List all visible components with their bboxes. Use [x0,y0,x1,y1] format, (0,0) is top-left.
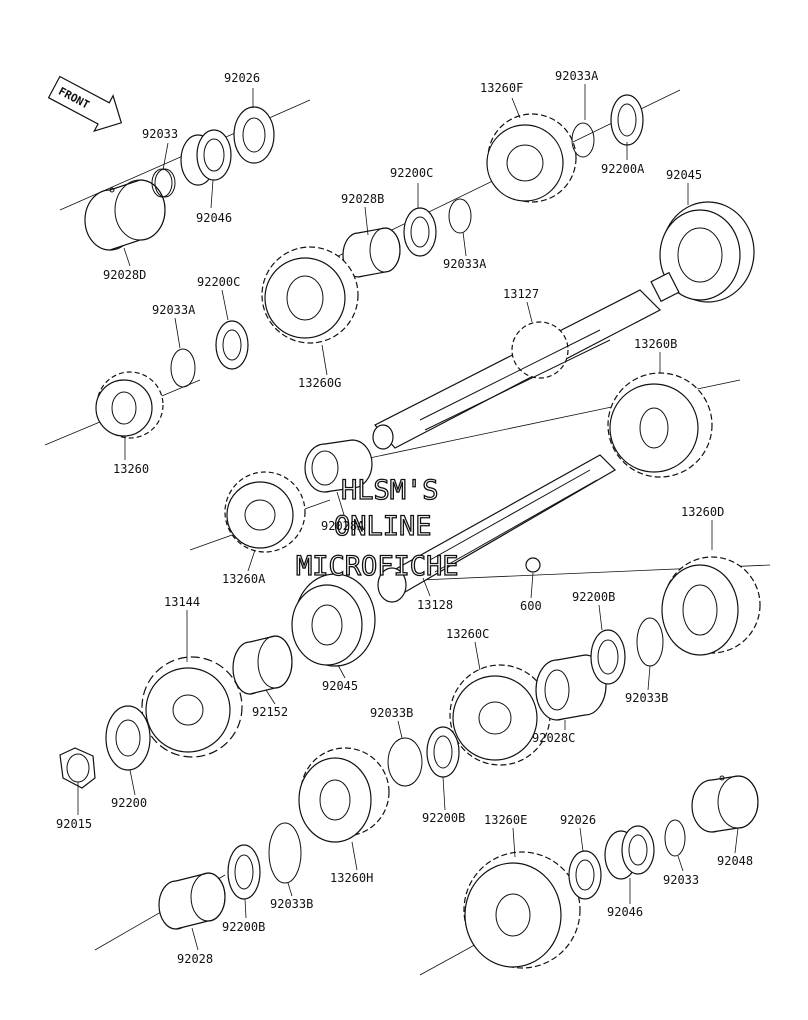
gear-13260B [607,372,713,478]
label-92028C: 92028C [532,731,575,745]
washer-92026-top [233,106,275,164]
label-92046-low: 92046 [607,905,643,919]
label-13260C: 13260C [446,627,489,641]
collar-92152 [232,635,293,695]
circlip-92033B-mid [387,737,423,787]
label-13128: 13128 [417,598,453,612]
label-92026-top: 92026 [224,71,260,85]
nut-92015 [59,747,96,789]
label-13260D: 13260D [681,505,724,519]
label-13260F: 13260F [480,81,523,95]
label-13260: 13260 [113,462,149,476]
circlip-92033-low [664,819,686,857]
gear-13260 [95,371,164,439]
label-13260A: 13260A [222,572,266,586]
label-92200B-mid: 92200B [422,811,465,825]
label-92033A-left: 92033A [152,303,196,317]
label-92015: 92015 [56,817,92,831]
label-92045-top: 92045 [666,168,702,182]
label-13260E: 13260E [484,813,527,827]
circlip-92033A-left [170,348,196,388]
needle-bearing-92046-top [180,129,232,186]
label-92200C-top: 92200C [390,166,433,180]
bearing-92028B [342,227,401,278]
label-92028: 92028 [177,952,213,966]
label-92046-top: 92046 [196,211,232,225]
label-92200C-left: 92200C [197,275,240,289]
label-13260G: 13260G [298,376,341,390]
washer-92200B-mid [426,726,460,778]
watermark: HLSM'S ONLINE MICROFICHE [295,474,459,582]
circlip-92033B-low [268,822,302,884]
watermark-line2: ONLINE [334,511,432,542]
label-92033-top: 92033 [142,127,178,141]
label-13260H: 13260H [330,871,373,885]
washer-92200C-top [403,207,437,257]
ball-bearing-92045-top [659,201,755,303]
label-92033B-mid: 92033B [370,706,413,720]
label-92033-low: 92033 [663,873,699,887]
ball-bearing-92045-low [291,573,376,667]
washer-92200B-low [227,844,261,900]
gear-13260C [449,664,551,766]
needle-bearing-92028C [535,654,607,721]
watermark-line3: MICROFICHE [296,551,459,582]
sprocket-13144 [141,656,243,758]
washer-92026-low [568,850,602,900]
label-92200A: 92200A [601,162,645,176]
leader-lines [77,84,739,951]
circlip-92033-top [151,168,176,198]
label-13144: 13144 [164,595,200,609]
sleeve-92028D [84,179,166,251]
gear-13260G [261,246,359,344]
washer-92200C-left [215,320,249,370]
sleeve-92048 [691,775,759,833]
label-13260B: 13260B [634,337,677,351]
label-92200: 92200 [111,796,147,810]
circlip-92033A-top [571,122,595,158]
mainshaft-13127 [372,271,680,450]
washer-92200 [105,705,151,771]
washer-92200B-right [590,629,626,685]
sleeve-92028 [158,872,226,930]
gear-13260D [661,556,761,656]
countershaft-13128 [377,454,616,603]
label-92033A-mid: 92033A [443,257,487,271]
part-labels: 92026 92033 92046 92028D 13260F 92033A 9… [56,69,753,966]
sleeve-92028A [304,439,373,493]
gear-13260H [298,747,390,843]
label-13127: 13127 [503,287,539,301]
gear-13260E [463,851,581,969]
label-92048: 92048 [717,854,753,868]
gear-13260A [224,471,306,553]
label-92033B-low: 92033B [270,897,313,911]
circlip-92033B-right [636,617,664,667]
washer-92200A [610,94,644,146]
watermark-line1: HLSM'S [341,475,439,506]
label-92033B-right: 92033B [625,691,668,705]
gear-13260F [486,113,577,203]
needle-bearing-92046-low [604,825,655,880]
front-arrow-icon: FRONT [47,75,123,133]
label-92028A: 92028A [321,519,365,533]
label-92028D: 92028D [103,268,146,282]
label-600: 600 [520,599,542,613]
label-92033A-top: 92033A [555,69,599,83]
label-92152: 92152 [252,705,288,719]
circlip-92033A-mid [448,198,472,234]
label-92026-low: 92026 [560,813,596,827]
label-92028B: 92028B [341,192,384,206]
ball-600 [525,557,541,573]
label-92200B-right: 92200B [572,590,615,604]
label-92200B-low: 92200B [222,920,265,934]
label-92045-low: 92045 [322,679,358,693]
